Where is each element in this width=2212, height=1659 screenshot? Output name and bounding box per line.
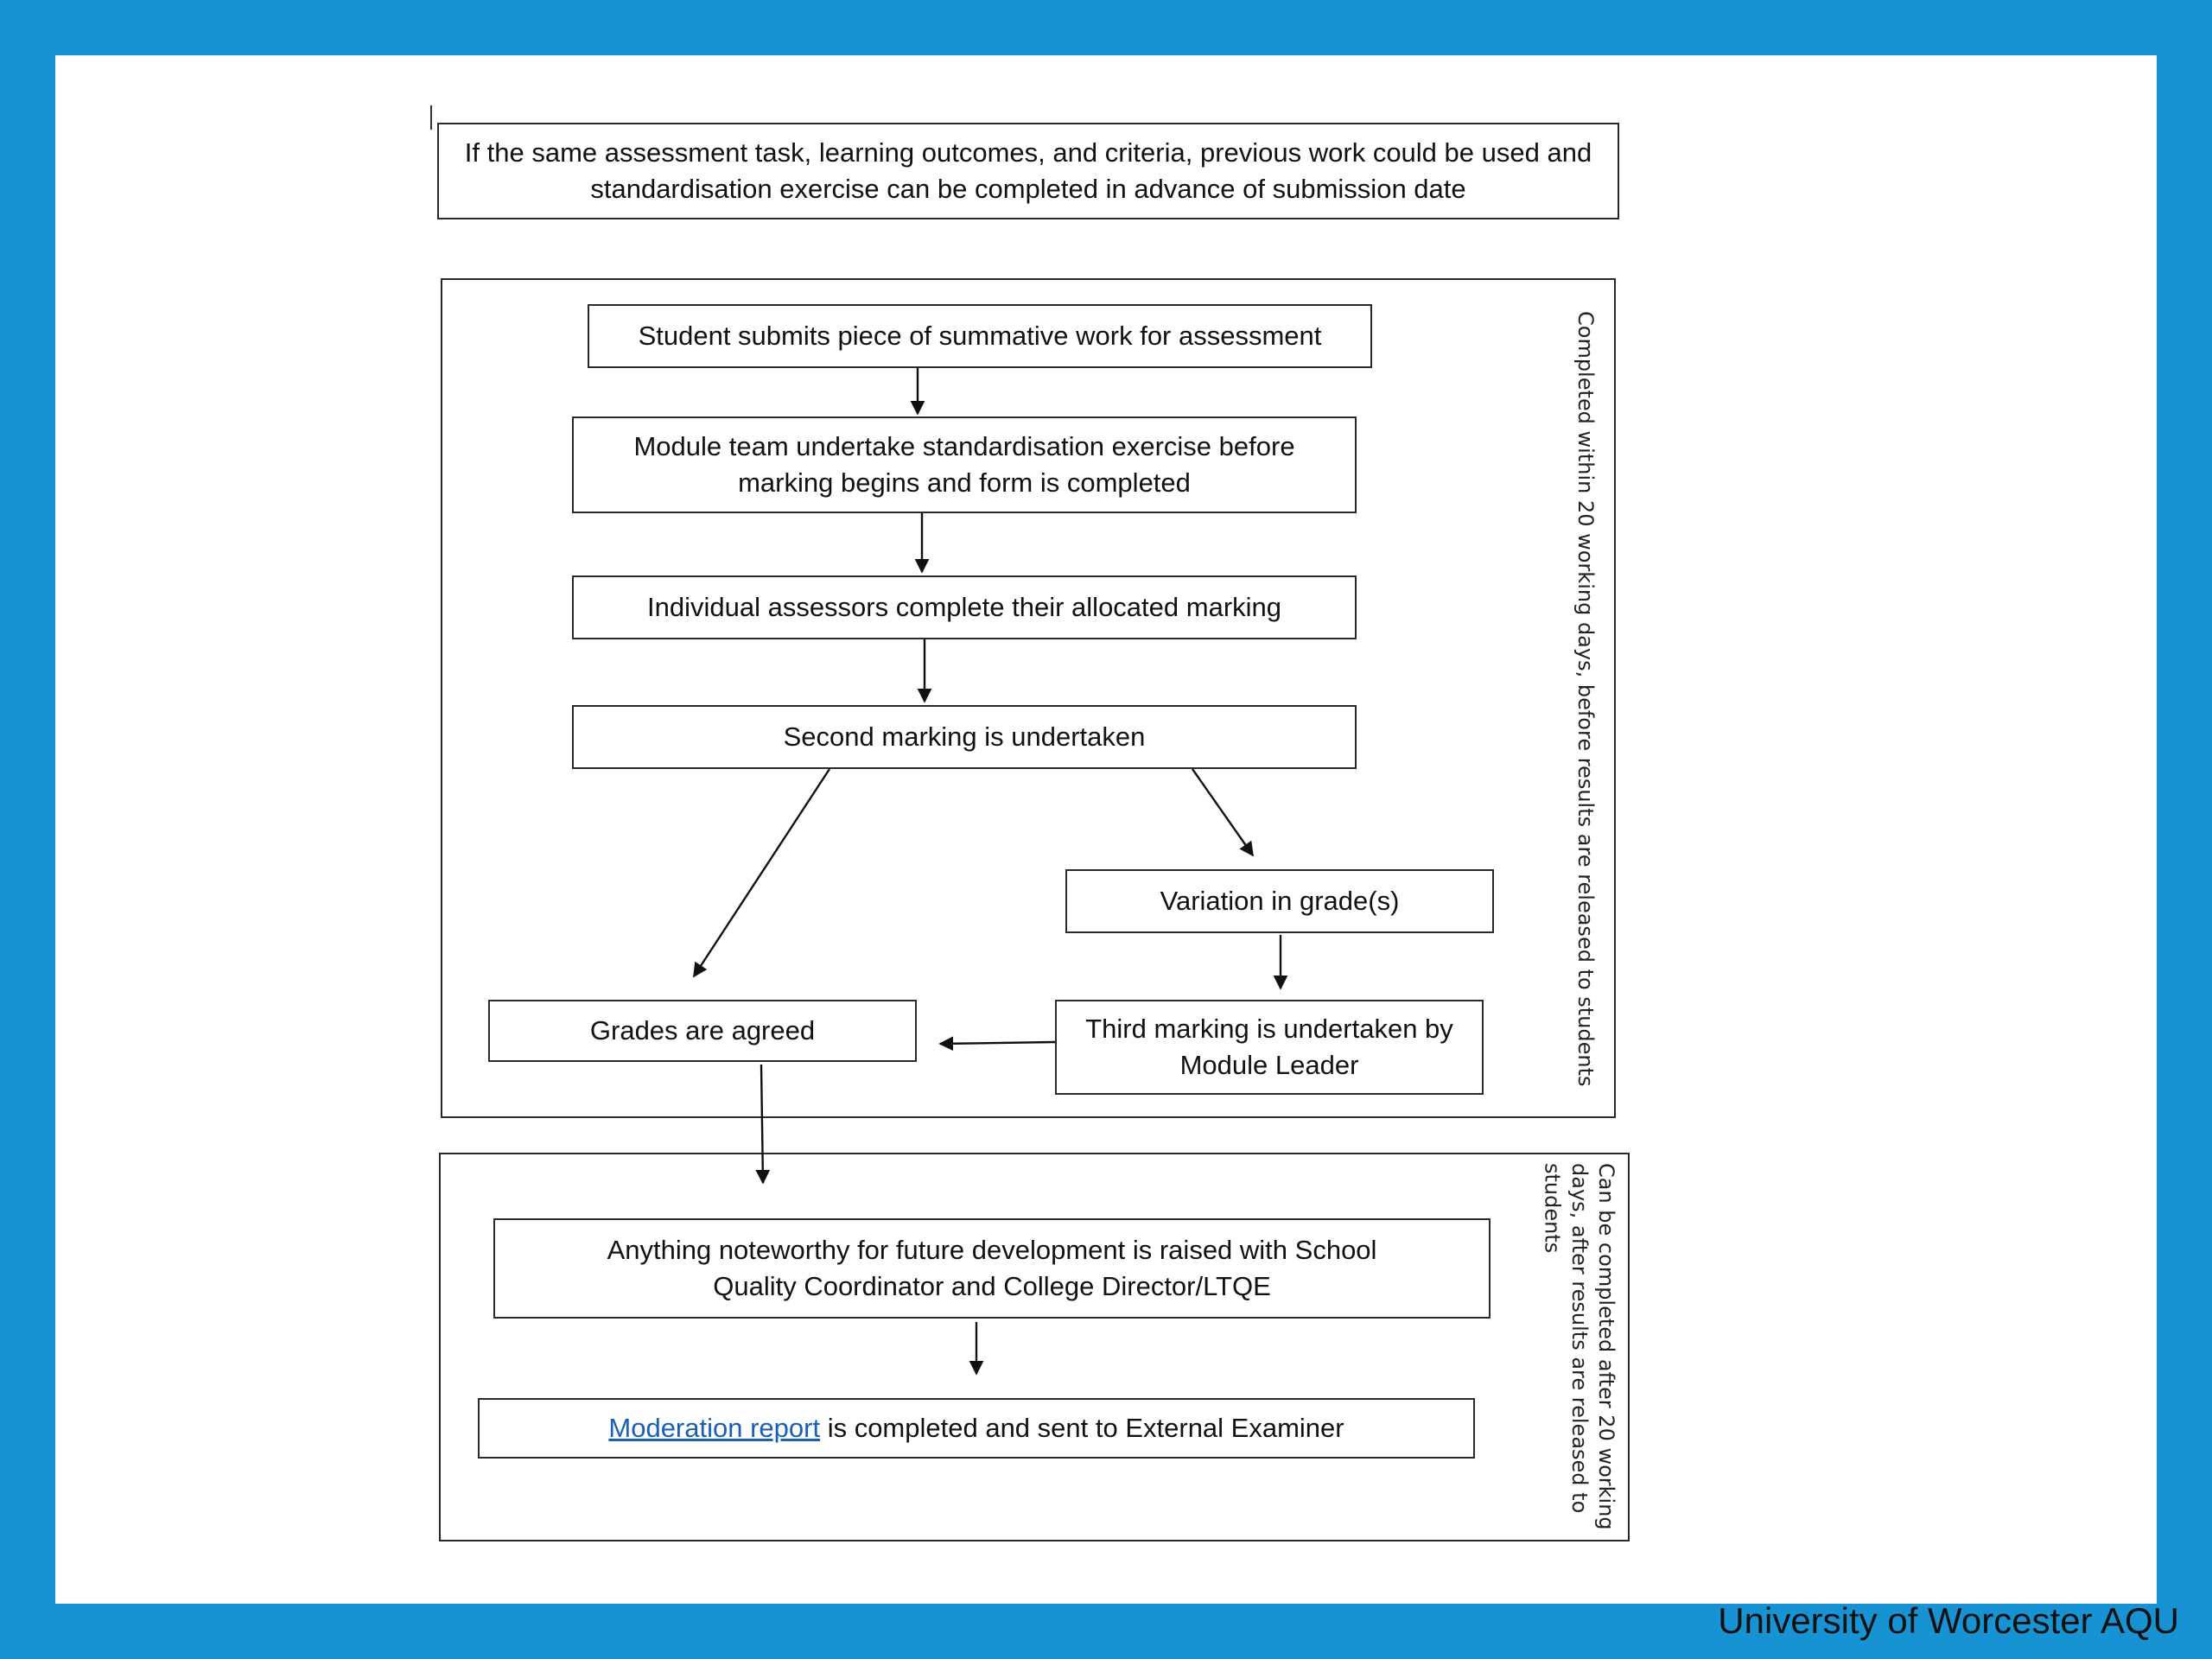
arrow-agreed-to-noteworthy [755, 1064, 771, 1185]
step-third-text: Third marking is undertaken by Module Le… [1085, 1014, 1453, 1080]
text-cursor [430, 105, 432, 130]
step-variation-box: Variation in grade(s) [1065, 869, 1494, 933]
step-second-box: Second marking is undertaken [572, 705, 1357, 769]
side-label-within-text: Completed within 20 working days, before… [1573, 311, 1598, 1087]
step-variation-text: Variation in grade(s) [1160, 886, 1400, 917]
step-individual-box: Individual assessors complete their allo… [572, 575, 1357, 639]
step-second-text: Second marking is undertaken [783, 721, 1146, 753]
step-third-box: Third marking is undertaken by Module Le… [1055, 1000, 1484, 1095]
footer-attribution: University of Worcester AQU [1718, 1600, 2179, 1641]
arrow-second-to-agreed [692, 768, 831, 978]
flow-arrows [692, 368, 1288, 1376]
step-submit-box: Student submits piece of summative work … [588, 304, 1372, 368]
moderation-report-link[interactable]: Moderation report [608, 1413, 821, 1444]
step-submit-text: Student submits piece of summative work … [638, 321, 1322, 352]
marking-phase-frame [441, 278, 1616, 1118]
post-release-frame [439, 1153, 1630, 1541]
step-moderation-box: Moderation report is completed and sent … [478, 1398, 1475, 1459]
arrow-second-to-variation [1192, 768, 1254, 857]
slide: If the same assessment task, learning ou… [55, 55, 2157, 1604]
side-label-after-text: Can be completed after 20 working days, … [1540, 1163, 1618, 1530]
step-noteworthy-box: Anything noteworthy for future developme… [493, 1218, 1491, 1319]
top-note-text: If the same assessment task, learning ou… [464, 137, 1592, 204]
step-agreed-box: Grades are agreed [488, 1000, 917, 1062]
top-note-box: If the same assessment task, learning ou… [437, 123, 1619, 219]
step-standardisation-box: Module team undertake standardisation ex… [572, 416, 1357, 513]
step-agreed-text: Grades are agreed [589, 1015, 816, 1046]
side-label-within: Completed within 20 working days, before… [1559, 294, 1599, 1104]
side-label-after: Can be completed after 20 working days, … [1498, 1163, 1619, 1531]
step-individual-text: Individual assessors complete their allo… [646, 592, 1282, 623]
step-moderation-rest: is completed and sent to External Examin… [820, 1413, 1344, 1444]
step-standardisation-text: Module team undertake standardisation ex… [633, 431, 1295, 498]
step-noteworthy-text: Anything noteworthy for future developme… [607, 1235, 1377, 1301]
step-moderation-text: Moderation report is completed and sent … [608, 1410, 1344, 1446]
arrow-third-to-agreed [938, 1036, 1056, 1052]
